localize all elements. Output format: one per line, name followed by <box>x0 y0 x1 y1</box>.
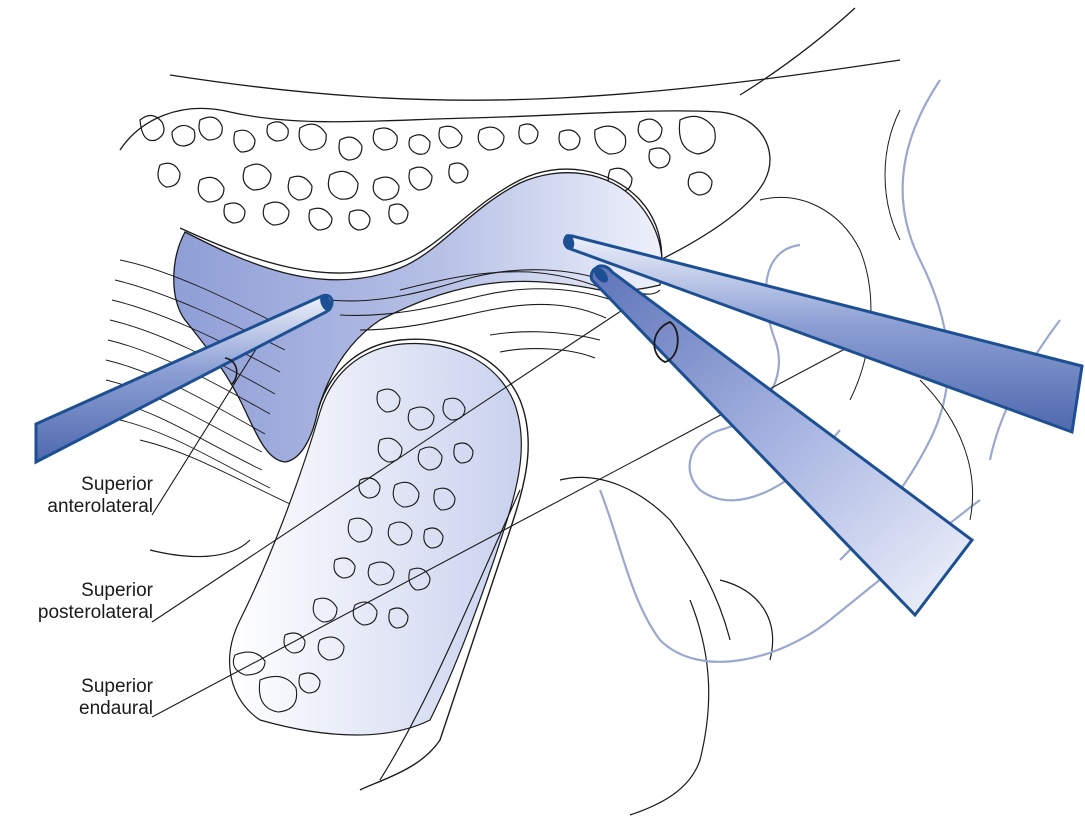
label-line: endaural <box>3 698 153 720</box>
label-superior-posterolateral: Superior posterolateral <box>3 580 153 624</box>
label-line: anterolateral <box>3 496 153 518</box>
label-superior-anterolateral: Superior anterolateral <box>3 474 153 518</box>
label-superior-endaural: Superior endaural <box>3 676 153 720</box>
label-line: posterolateral <box>3 602 153 624</box>
label-line: Superior <box>3 474 153 496</box>
label-line: Superior <box>3 676 153 698</box>
label-line: Superior <box>3 580 153 602</box>
cannula-endaural-icon <box>562 233 1082 432</box>
